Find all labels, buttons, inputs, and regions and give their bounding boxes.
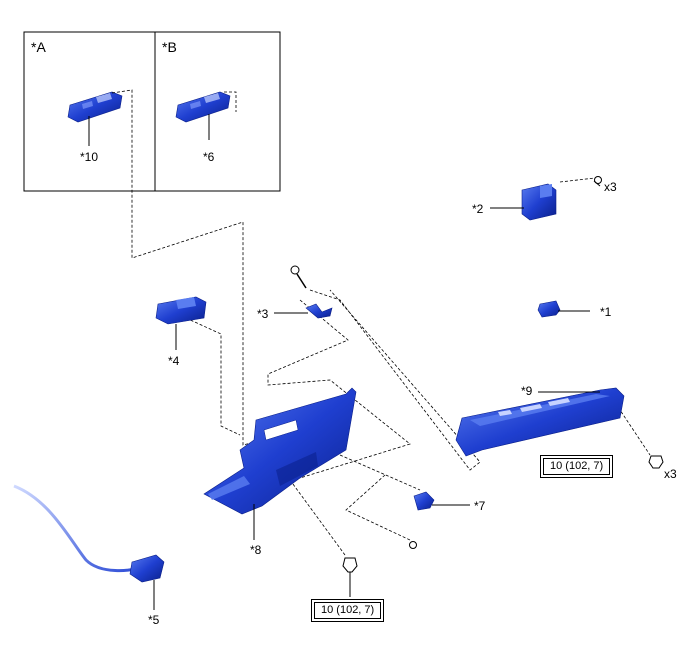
torque-spec-bottom: 10 (102, 7) (311, 599, 385, 622)
label-qty-top: x3 (604, 180, 617, 194)
label-qty-right: x3 (664, 467, 677, 481)
label-part-5: *5 (148, 613, 160, 627)
part-3-bracket (305, 303, 333, 319)
label-part-8: *8 (250, 543, 262, 557)
inset-a-tag: *A (31, 39, 46, 55)
label-part-7: *7 (474, 499, 486, 513)
bolt-top-right (593, 176, 602, 187)
torque-spec-bottom-text: 10 (102, 7) (314, 602, 382, 619)
part-9-panel (455, 387, 625, 457)
label-part-6: *6 (203, 150, 215, 164)
inset-b-tag: *B (162, 39, 177, 55)
label-part-10: *10 (80, 150, 99, 164)
label-part-1: *1 (600, 305, 612, 319)
bolt-lower (342, 557, 358, 597)
part-10-switch (67, 91, 123, 123)
part-7-clip (413, 491, 435, 511)
torque-spec-right: 10 (102, 7) (540, 455, 614, 478)
part-4-switch (155, 296, 207, 325)
part-8-trim (203, 387, 357, 515)
torque-spec-right-text: 10 (102, 7) (543, 458, 611, 475)
part-2-switch (521, 183, 557, 221)
label-part-9: *9 (521, 384, 533, 398)
part-5-cable (13, 484, 165, 583)
inset-box-b (154, 31, 281, 192)
part-1-clip (537, 300, 561, 318)
bolt-upper (290, 265, 307, 289)
bolt-lower-middle (409, 541, 417, 549)
label-part-2: *2 (472, 202, 484, 216)
label-part-3: *3 (257, 307, 269, 321)
bolt-right (648, 455, 664, 469)
part-6-switch (175, 91, 231, 123)
label-part-4: *4 (168, 354, 180, 368)
